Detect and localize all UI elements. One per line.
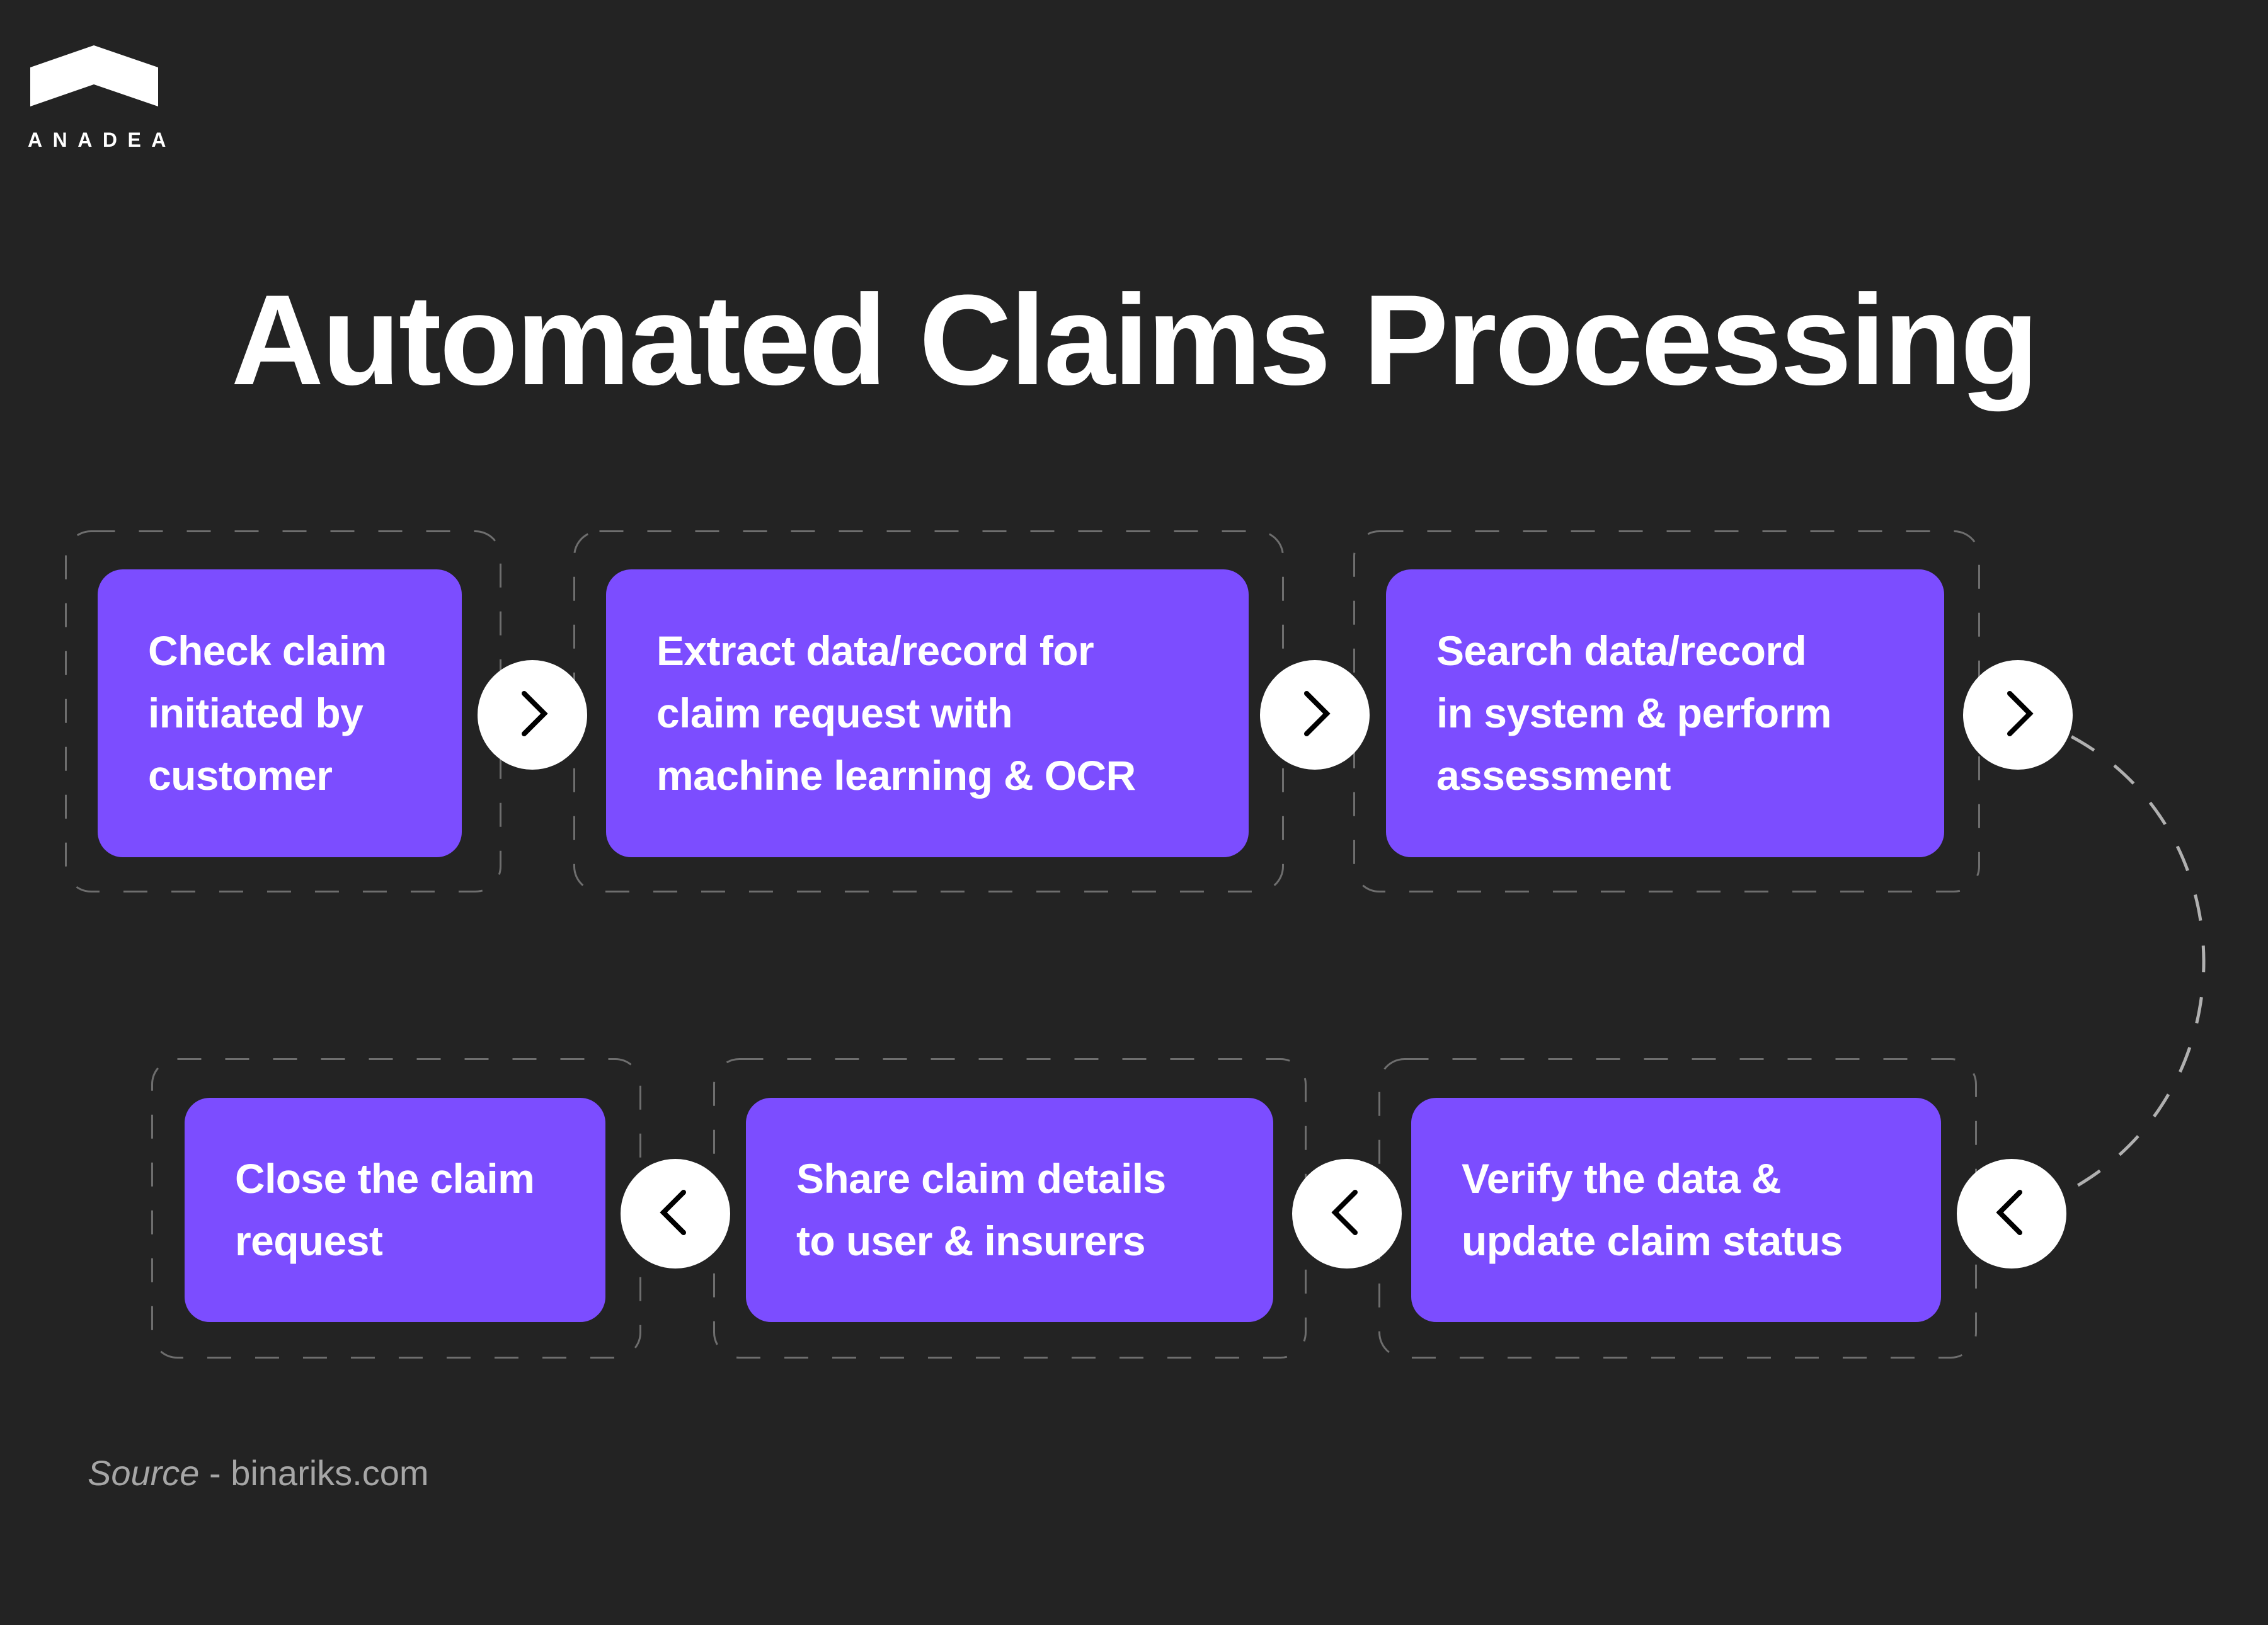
step-label: Extract data/record for claim request wi… [656, 627, 1136, 799]
chevron-right-icon [522, 691, 548, 736]
chevron-left-icon [1331, 1190, 1358, 1235]
prev-arrow-button [1957, 1159, 2066, 1269]
source-separator: - [199, 1453, 231, 1493]
logo-wordmark: ANADEA [28, 128, 176, 151]
chevron-right-icon [2007, 691, 2034, 736]
step-label: Close the claim request [235, 1155, 535, 1264]
next-arrow-button [1260, 660, 1370, 770]
page-title: Automated Claims Processing [231, 268, 2039, 412]
next-arrow-button [478, 660, 587, 770]
step-label: Share claim details to user & insurers [796, 1155, 1166, 1264]
step-card-verify-data: Verify the data & update claim status [1411, 1098, 1941, 1322]
source-label: Source [88, 1453, 200, 1493]
next-arrow-button [1963, 660, 2073, 770]
step-card-share-details: Share claim details to user & insurers [746, 1098, 1273, 1322]
step-label: Search data/record in system & perform a… [1436, 627, 1831, 799]
source-link: binariks.com [231, 1453, 429, 1493]
chevron-left-icon [660, 1190, 686, 1235]
anadea-logo-icon [30, 45, 158, 106]
step-card-extract-data: Extract data/record for claim request wi… [606, 569, 1249, 857]
source-credit: Source - binariks.com [88, 1452, 429, 1494]
step-card-check-claim: Check claim initiated by customer [98, 569, 462, 857]
step-label: Verify the data & update claim status [1462, 1155, 1843, 1264]
step-card-search-data: Search data/record in system & perform a… [1386, 569, 1944, 857]
chevron-right-icon [1304, 691, 1331, 736]
step-label: Check claim initiated by customer [148, 627, 387, 799]
prev-arrow-button [621, 1159, 730, 1269]
step-card-close-claim: Close the claim request [185, 1098, 605, 1322]
prev-arrow-button [1292, 1159, 1402, 1269]
chevron-left-icon [1996, 1190, 2022, 1235]
